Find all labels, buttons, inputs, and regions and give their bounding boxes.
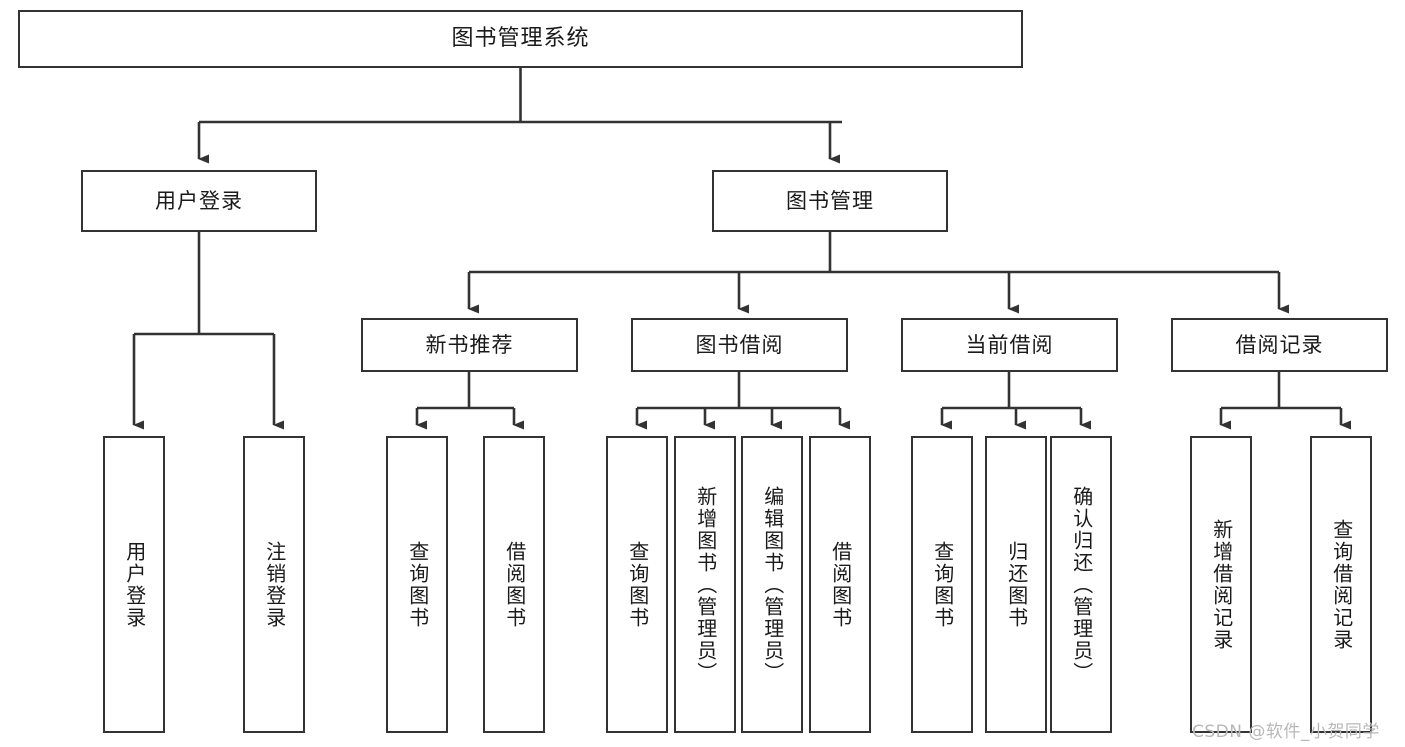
node-new-book-rec-label: 新书推荐 [425, 332, 514, 357]
node-leaf-query-book-2[interactable]: 查询图书 [606, 436, 668, 733]
node-leaf-confirm-return-label: 确认归还（管理员） [1069, 485, 1094, 684]
node-book-borrow-label: 图书借阅 [695, 332, 784, 357]
node-book-manage-label: 图书管理 [786, 188, 874, 213]
node-leaf-add-book[interactable]: 新增图书（管理员） [674, 436, 736, 733]
node-leaf-query-book-1-label: 查询图书 [405, 540, 430, 629]
node-leaf-query-book-1[interactable]: 查询图书 [386, 436, 448, 733]
node-leaf-add-record-label: 新增借阅记录 [1209, 518, 1234, 651]
node-user-login[interactable]: 用户登录 [81, 170, 317, 232]
node-leaf-edit-book-label: 编辑图书（管理员） [760, 485, 785, 684]
node-leaf-query-book-3-label: 查询图书 [930, 540, 955, 629]
node-leaf-return-book[interactable]: 归还图书 [985, 436, 1047, 733]
node-leaf-user-login[interactable]: 用户登录 [103, 436, 165, 733]
node-leaf-borrow-book-2[interactable]: 借阅图书 [809, 436, 871, 733]
node-leaf-add-record[interactable]: 新增借阅记录 [1190, 436, 1252, 733]
node-leaf-user-logout[interactable]: 注销登录 [243, 436, 305, 733]
node-leaf-return-book-label: 归还图书 [1004, 540, 1029, 629]
node-user-login-label: 用户登录 [155, 188, 243, 213]
node-book-manage[interactable]: 图书管理 [712, 170, 948, 232]
node-new-book-rec[interactable]: 新书推荐 [361, 318, 578, 372]
node-leaf-edit-book[interactable]: 编辑图书（管理员） [741, 436, 803, 733]
node-leaf-confirm-return[interactable]: 确认归还（管理员） [1050, 436, 1112, 733]
node-book-borrow[interactable]: 图书借阅 [631, 318, 848, 372]
watermark-text: CSDN @软件_小贺同学 [1192, 722, 1380, 742]
node-leaf-user-logout-label: 注销登录 [262, 540, 287, 629]
node-leaf-query-record[interactable]: 查询借阅记录 [1310, 436, 1372, 733]
node-leaf-query-book-2-label: 查询图书 [625, 540, 650, 629]
node-current-borrow-label: 当前借阅 [965, 332, 1054, 357]
node-leaf-user-login-label: 用户登录 [122, 540, 147, 629]
node-borrow-record-label: 借阅记录 [1235, 332, 1324, 357]
node-root[interactable]: 图书管理系统 [18, 10, 1023, 68]
node-leaf-add-book-label: 新增图书（管理员） [693, 485, 718, 684]
node-leaf-query-book-3[interactable]: 查询图书 [911, 436, 973, 733]
node-root-label: 图书管理系统 [451, 26, 590, 52]
node-borrow-record[interactable]: 借阅记录 [1171, 318, 1388, 372]
node-leaf-borrow-book-1-label: 借阅图书 [502, 540, 527, 629]
node-leaf-query-record-label: 查询借阅记录 [1329, 518, 1354, 651]
node-leaf-borrow-book-1[interactable]: 借阅图书 [483, 436, 545, 733]
node-current-borrow[interactable]: 当前借阅 [901, 318, 1118, 372]
node-leaf-borrow-book-2-label: 借阅图书 [828, 540, 853, 629]
